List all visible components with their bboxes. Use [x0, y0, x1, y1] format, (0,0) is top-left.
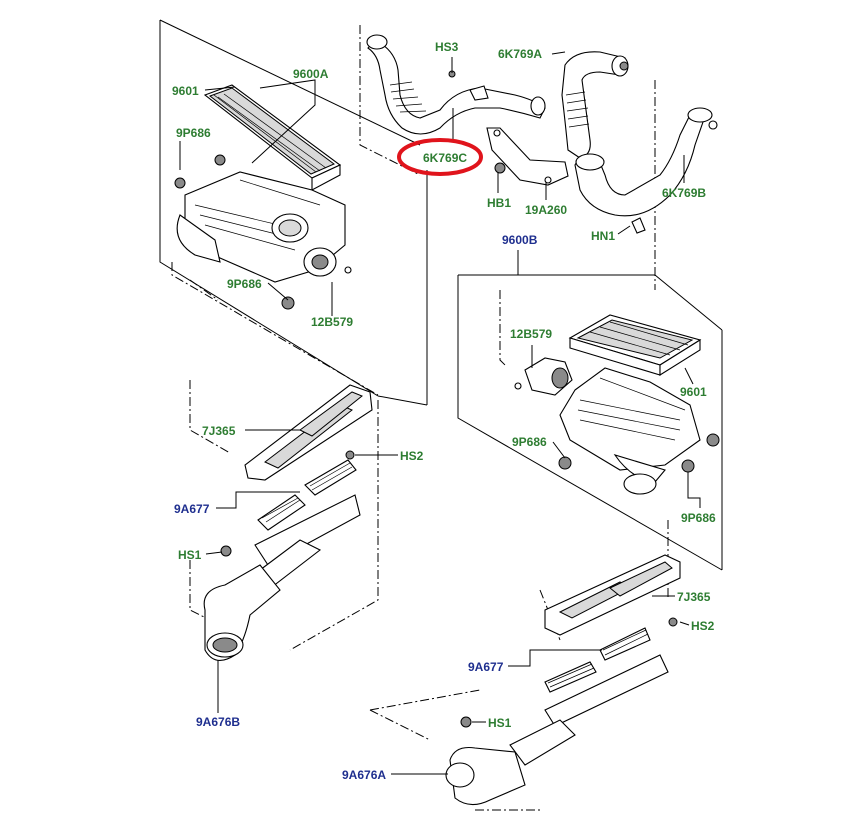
callout-labels: HS3 6K769A 6K769C HB1 19A260 6K769B HN1 … — [172, 40, 716, 782]
intake-duct-left — [203, 384, 373, 661]
label-9a677-left[interactable]: 9A677 — [174, 502, 210, 516]
label-6k769c[interactable]: 6K769C — [423, 151, 467, 165]
label-9p686-right[interactable]: 9P686 — [681, 511, 716, 525]
label-hs2-left[interactable]: HS2 — [400, 449, 424, 463]
label-12b579-right[interactable]: 12B579 — [510, 327, 552, 341]
hose-6k769a — [561, 51, 629, 159]
label-hb1[interactable]: HB1 — [487, 196, 511, 210]
label-7j365-left[interactable]: 7J365 — [202, 424, 236, 438]
label-9a677-right[interactable]: 9A677 — [468, 660, 504, 674]
label-9601-top[interactable]: 9601 — [172, 84, 199, 98]
label-9601-right[interactable]: 9601 — [680, 385, 707, 399]
air-filter-element-top — [203, 84, 342, 191]
label-9p686-top[interactable]: 9P686 — [176, 126, 211, 140]
label-19a260[interactable]: 19A260 — [525, 203, 567, 217]
label-6k769b[interactable]: 6K769B — [662, 186, 706, 200]
air-filter-element-right — [568, 314, 702, 376]
assembly-frames — [159, 19, 723, 811]
air-cleaner-housing-left — [174, 154, 352, 310]
label-12b579-left[interactable]: 12B579 — [311, 315, 353, 329]
intake-duct-right — [445, 554, 681, 806]
bracket-19a260 — [469, 85, 569, 186]
hose-6k769b — [574, 107, 718, 234]
label-9600a[interactable]: 9600A — [293, 67, 329, 81]
label-hs2-right[interactable]: HS2 — [691, 619, 715, 633]
label-7j365-right[interactable]: 7J365 — [677, 590, 711, 604]
label-9p686-mid[interactable]: 9P686 — [512, 435, 547, 449]
highlight-ring — [397, 138, 483, 176]
hose-6k769c — [366, 34, 546, 135]
label-9600b[interactable]: 9600B — [502, 233, 538, 247]
label-hs1-left[interactable]: HS1 — [178, 548, 202, 562]
label-hs3[interactable]: HS3 — [435, 40, 459, 54]
label-9a676b[interactable]: 9A676B — [196, 715, 240, 729]
label-hn1[interactable]: HN1 — [591, 229, 615, 243]
label-hs1-right[interactable]: HS1 — [488, 716, 512, 730]
leader-lines — [179, 51, 701, 775]
label-9p686-left[interactable]: 9P686 — [227, 277, 262, 291]
label-6k769a[interactable]: 6K769A — [498, 47, 542, 61]
label-9a676a[interactable]: 9A676A — [342, 768, 386, 782]
air-cleaner-housing-right — [514, 357, 720, 495]
